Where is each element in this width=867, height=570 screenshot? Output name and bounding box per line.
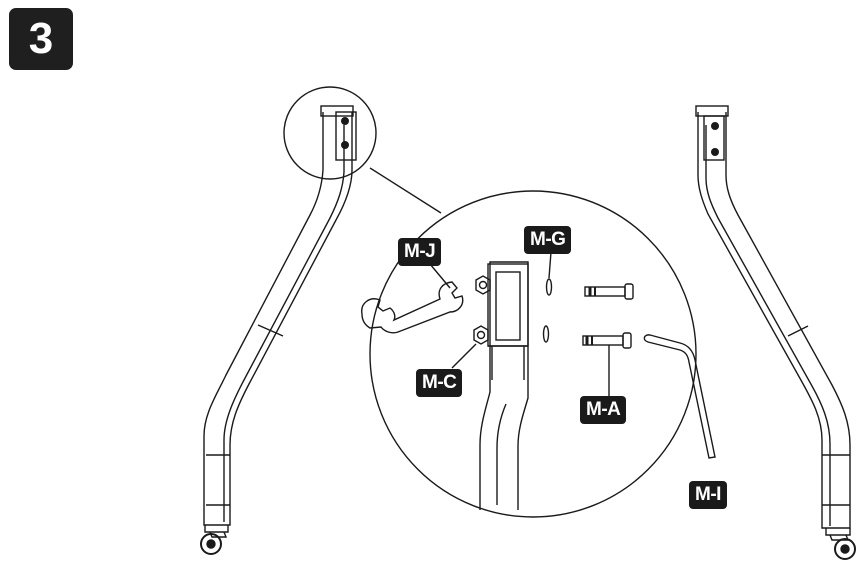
nut-lower <box>473 325 489 345</box>
part-label-m-j: M-J <box>398 238 442 266</box>
right-caster-wheel <box>825 528 856 560</box>
bolt-upper <box>584 283 634 300</box>
part-label-m-a: M-A <box>580 396 627 424</box>
part-label-m-c: M-C <box>416 369 463 397</box>
detail-callout-large-circle <box>369 190 697 518</box>
label-leader-m-j <box>429 263 451 289</box>
step-number-badge: 3 <box>9 8 73 70</box>
allen-key-tool <box>643 334 716 459</box>
washer-lower <box>542 325 550 343</box>
part-label-m-i: M-I <box>689 481 727 509</box>
detail-tube-top <box>479 261 529 510</box>
left-caster-wheel <box>200 525 229 555</box>
bolt-lower <box>582 332 632 349</box>
detail-callout-small-circle <box>283 86 377 180</box>
detail-callout-leader-line <box>369 167 442 214</box>
wrench-tool <box>361 281 464 334</box>
left-leg-tube <box>203 105 357 526</box>
part-label-m-g: M-G <box>524 226 572 254</box>
label-leader-m-c <box>451 343 477 369</box>
nut-upper <box>475 275 491 295</box>
label-leader-m-g <box>548 251 552 279</box>
right-leg-tube <box>695 105 851 529</box>
washer-upper <box>545 278 553 296</box>
